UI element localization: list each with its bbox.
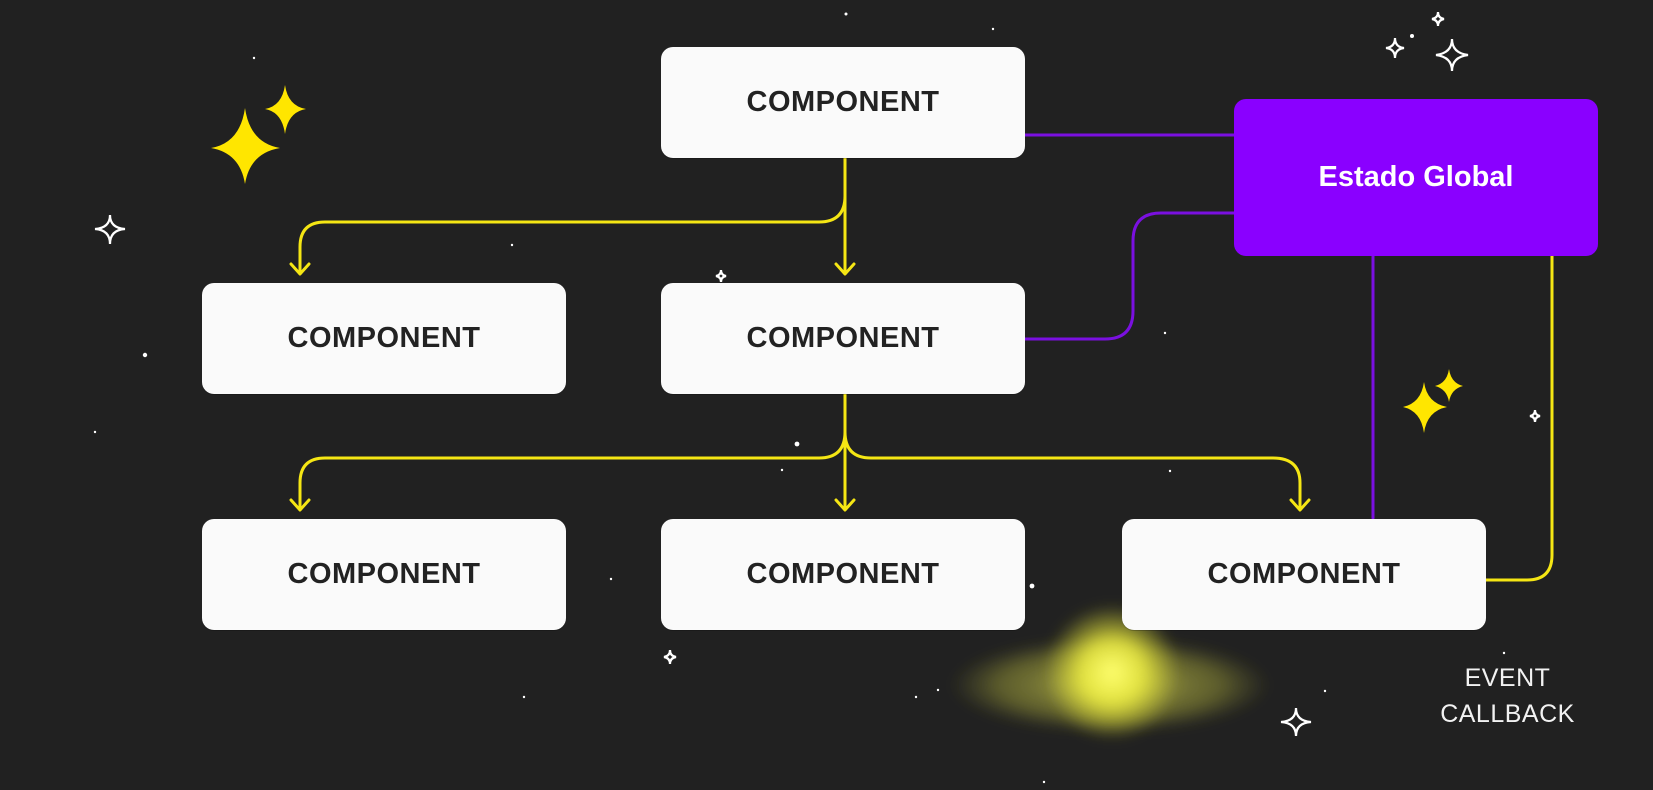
component-bottom-center: COMPONENT — [661, 519, 1025, 630]
yellow-sparkle-icon — [211, 108, 280, 184]
star-dot — [936, 688, 940, 692]
star-dot — [522, 695, 526, 699]
star-dot — [1168, 469, 1172, 473]
component-label: COMPONENT — [287, 322, 481, 354]
white-sparkle-icon — [1385, 37, 1405, 59]
star-dot — [914, 695, 918, 699]
star-dot — [1410, 34, 1414, 38]
white-sparkle-icon — [1529, 409, 1541, 423]
star-dot — [844, 12, 848, 16]
white-sparkle-icon — [1280, 707, 1312, 737]
event-callback-line2: CALLBACK — [1440, 700, 1575, 728]
star-dot — [1042, 780, 1046, 784]
global-state-label: Estado Global — [1318, 161, 1514, 193]
arrow-mid-center-to-bottom-left — [298, 430, 847, 510]
component-mid-left: COMPONENT — [202, 283, 566, 394]
event-callback-line1: EVENT — [1464, 664, 1551, 692]
star-dot — [142, 352, 148, 358]
star-dot — [510, 243, 514, 247]
star-dot — [1029, 583, 1035, 589]
star-dot — [252, 56, 256, 60]
component-label: COMPONENT — [1207, 558, 1401, 590]
white-sparkle-icon — [1431, 11, 1445, 27]
component-label: COMPONENT — [746, 86, 940, 118]
component-label: COMPONENT — [746, 558, 940, 590]
star-dot — [609, 577, 613, 581]
component-label: COMPONENT — [746, 322, 940, 354]
star-dot — [1163, 331, 1167, 335]
component-bottom-right: COMPONENT — [1122, 519, 1486, 630]
star-dot — [1502, 651, 1506, 655]
planet-icon — [950, 604, 1270, 740]
white-sparkle-icon — [663, 649, 677, 665]
component-root: COMPONENT — [661, 47, 1025, 158]
component-mid-center: COMPONENT — [661, 283, 1025, 394]
star-dot — [780, 468, 784, 472]
global-state-box: Estado Global — [1234, 99, 1598, 256]
arrow-mid-center-to-bottom-right — [843, 430, 1302, 510]
state-link-mid-center — [1023, 211, 1236, 341]
yellow-sparkle-icon — [265, 85, 306, 134]
star-dot — [93, 430, 97, 434]
star-dot — [794, 441, 800, 447]
white-sparkle-icon — [94, 214, 126, 245]
arrow-root-to-mid-left — [298, 194, 847, 274]
white-sparkle-icon — [715, 269, 727, 283]
yellow-sparkle-icon — [1403, 382, 1447, 433]
star-dot — [991, 27, 995, 31]
star-dot — [1323, 689, 1327, 693]
yellow-sparkle-icon — [1435, 369, 1463, 402]
event-callback-link — [1484, 254, 1554, 582]
component-bottom-left: COMPONENT — [202, 519, 566, 630]
event-callback-caption: EVENT CALLBACK — [1420, 660, 1595, 732]
component-label: COMPONENT — [287, 558, 481, 590]
white-sparkle-icon — [1435, 38, 1469, 72]
